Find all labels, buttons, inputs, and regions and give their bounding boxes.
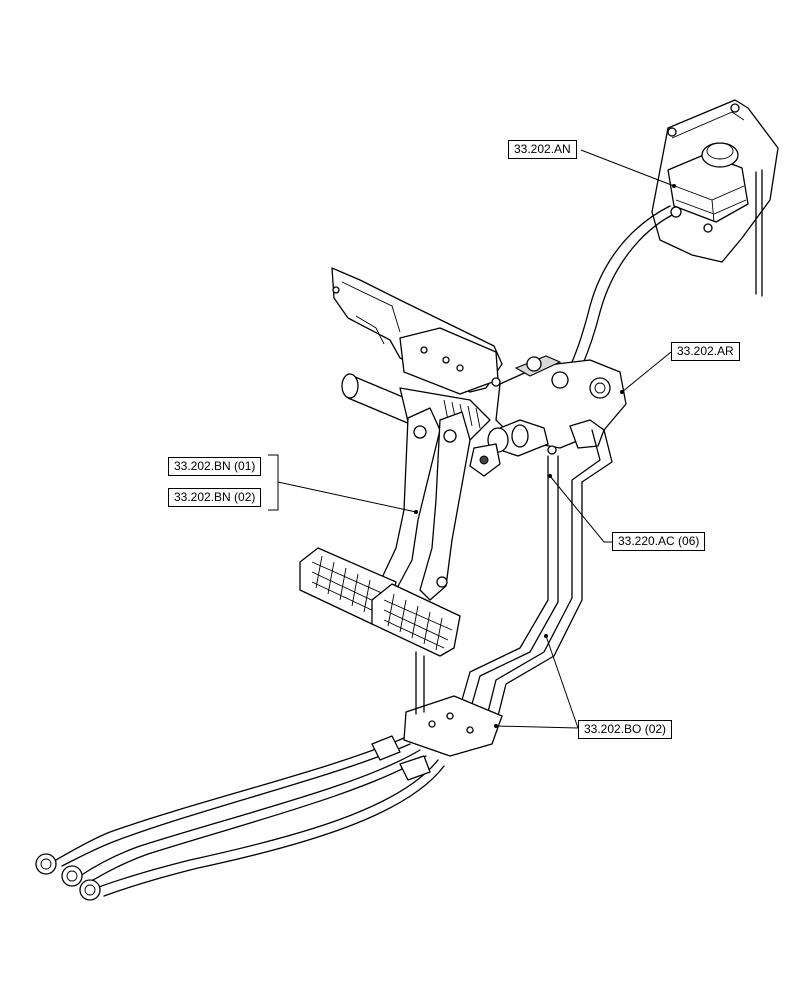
hydraulic-hoses	[35, 735, 445, 901]
leader-dot-ac	[548, 474, 552, 478]
leader-dot-ar	[620, 390, 624, 394]
floor-plate	[403, 651, 503, 757]
leader-dot-bo-line	[544, 634, 548, 638]
callout-33-202-ar[interactable]: 33.202.AR	[671, 342, 740, 361]
callout-33-202-bo-02[interactable]: 33.202.BO (02)	[578, 720, 673, 739]
leader-dot-bo-plate	[494, 724, 498, 728]
reservoir-assembly	[651, 99, 779, 297]
pedal-support-bracket	[331, 267, 503, 395]
reservoir-hose	[571, 205, 682, 367]
leader-dot-an	[672, 184, 676, 188]
callout-33-202-bn-02[interactable]: 33.202.BN (02)	[168, 488, 262, 507]
callout-33-202-bn-01[interactable]: 33.202.BN (01)	[168, 457, 262, 476]
brake-lines	[461, 429, 613, 717]
callout-33-220-ac-06[interactable]: 33.220.AC (06)	[612, 532, 706, 551]
left-brake-pedal	[299, 407, 441, 625]
leader-lines	[268, 149, 676, 729]
right-brake-pedal	[371, 411, 471, 657]
leader-dot-bn	[414, 510, 418, 514]
master-cylinder-assembly	[469, 355, 627, 477]
callout-33-202-an[interactable]: 33.202.AN	[508, 140, 577, 159]
